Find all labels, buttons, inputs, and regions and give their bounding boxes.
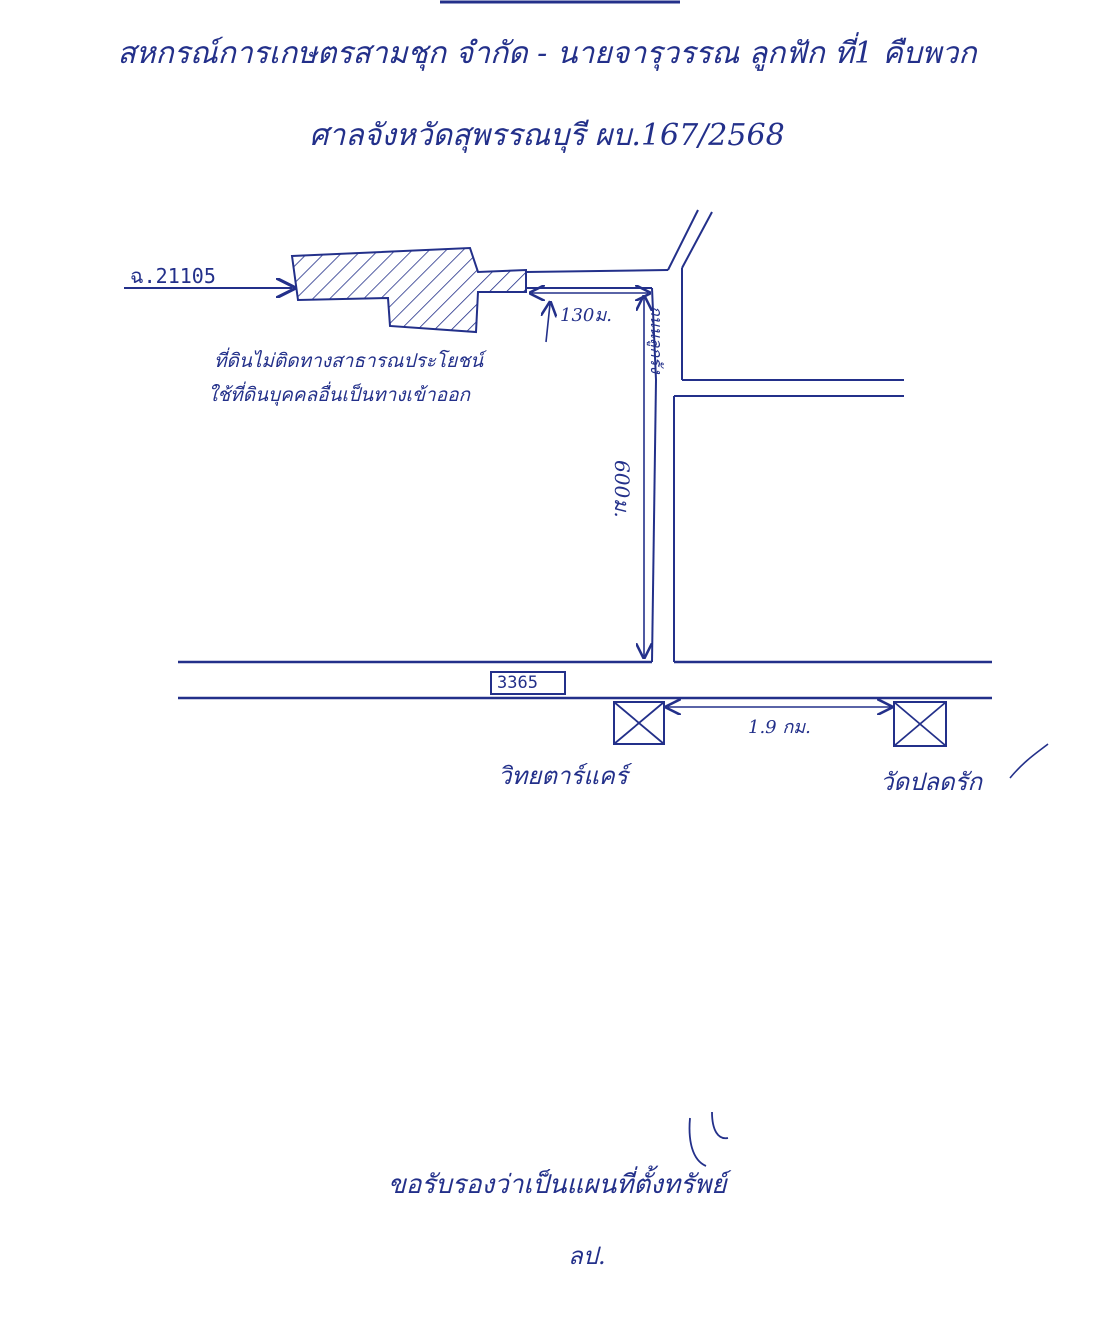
access-note-line-2: ใช้ที่ดินบุคคลอื่นเป็นทางเข้าออก xyxy=(208,384,471,406)
distance-130-label: 130ม. xyxy=(560,305,612,326)
certification-text: ขอรับรองว่าเป็นแผนที่ตั้งทรัพย์ xyxy=(388,1170,727,1200)
highway-number-box xyxy=(490,671,566,695)
access-note-line-1: ที่ดินไม่ติดทางสาธารณประโยชน์ xyxy=(214,350,484,372)
map-title-line-2: ศาลจังหวัดสุพรรณบุรี ผบ.167/2568 xyxy=(309,118,785,153)
landmark-left-label: วิทยตาร์แคร์ xyxy=(498,762,628,790)
distance-130-pointer xyxy=(546,304,550,343)
highway-number: 3365 xyxy=(497,673,538,693)
access-path-top xyxy=(525,269,669,273)
side-road-left-lower xyxy=(651,379,657,663)
land-plot xyxy=(290,246,527,334)
deed-number-label: ฉ.21105 xyxy=(130,264,216,288)
side-road-left-edge xyxy=(651,287,657,381)
distance-19-label: 1.9 กม. xyxy=(748,717,811,738)
landmark-left-box xyxy=(613,701,665,745)
certification-initials: ลป. xyxy=(568,1242,606,1270)
map-title-line-1: สหกรณ์การเกษตรสามชุก จำกัด - นายจารุวรรณ… xyxy=(117,36,977,71)
label-flourish xyxy=(1009,743,1049,779)
distance-600-label: 600ม. xyxy=(610,460,634,518)
side-road-diagonal-a xyxy=(667,209,699,271)
side-road-diagonal-b xyxy=(681,211,713,269)
signature-stroke xyxy=(688,1111,729,1167)
landmark-right-box xyxy=(893,701,947,747)
landmark-right-label: วัดปลดรัก xyxy=(880,768,983,796)
side-road-label: ถนนลูกรัง xyxy=(647,306,666,374)
